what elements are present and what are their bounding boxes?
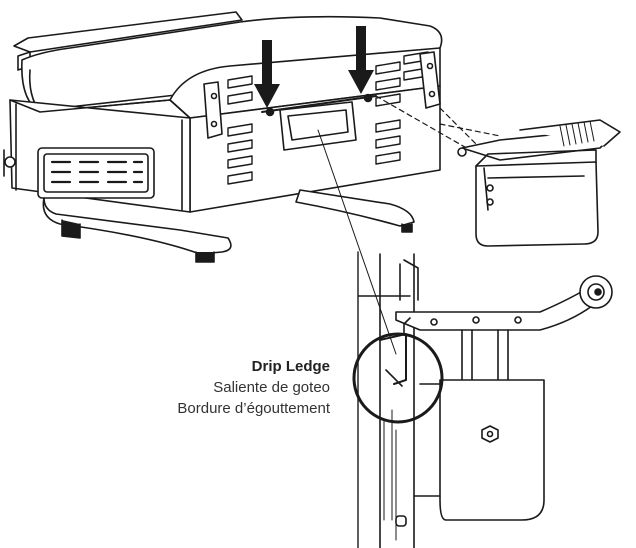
lid-handle <box>13 11 243 53</box>
tray-bracket <box>395 287 593 331</box>
hex-bolt <box>481 425 499 443</box>
insertion-arrows <box>254 26 374 108</box>
hinge-left <box>203 81 223 139</box>
callout-label-es: Saliente de goteo <box>213 379 330 396</box>
callout-leader-line <box>317 129 397 355</box>
drip-cup <box>475 161 599 247</box>
drip-tray <box>457 119 621 247</box>
front-handle <box>279 101 357 151</box>
tray-handle <box>519 119 621 147</box>
drip-ledge-callout: Drip Ledge Saliente de goteo Bordure d’é… <box>177 356 330 419</box>
leg-right <box>295 189 415 227</box>
arrow-down-icon <box>348 26 374 94</box>
magnifier-circle-icon <box>352 332 444 424</box>
drip-cup-section <box>439 379 545 521</box>
callout-title-en: Drip Ledge <box>251 358 330 375</box>
callout-label-fr: Bordure d’égouttement <box>177 400 330 417</box>
detail-cross-section <box>352 251 613 548</box>
arrow-down-icon <box>254 40 280 108</box>
alignment-guides <box>375 95 501 151</box>
control-knob <box>4 156 16 168</box>
grill-body <box>3 11 443 263</box>
